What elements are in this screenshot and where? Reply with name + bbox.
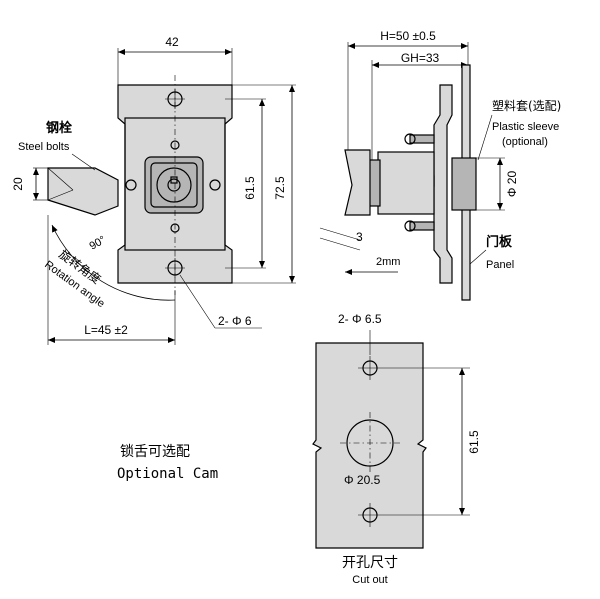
cutout-holes-dim: 2- Φ 6.5 — [338, 312, 382, 326]
keyway-icon — [167, 178, 181, 192]
screw-right — [209, 179, 221, 191]
rotation-arc — [51, 224, 176, 301]
cutout-view: 2- Φ 6.5 Φ 20.5 61.5 开孔尺寸 Cut out — [312, 312, 481, 586]
cutout-label-en: Cut out — [352, 574, 387, 586]
bolt-label-en: Steel bolts — [18, 141, 70, 153]
plate-profile — [433, 84, 453, 284]
diameter-dim: Φ 20 — [505, 171, 519, 198]
height-inner-dim: 61.5 — [243, 176, 257, 200]
sleeve-label-en: Plastic sleeve — [492, 121, 559, 133]
front-view: 42 20 钢栓 Steel bolts — [11, 35, 296, 345]
travel-dim: 2mm — [376, 256, 400, 268]
sleeve-label-cn: 塑料套(选配) — [492, 98, 561, 113]
overall-h-dim: H=50 ±0.5 — [380, 29, 436, 43]
key-cylinder — [156, 167, 192, 203]
bolt-label-cn: 钢栓 — [46, 120, 72, 136]
rotation-angle: 90° — [88, 234, 108, 253]
width-dim: 42 — [165, 35, 179, 49]
step-dim: 3 — [356, 230, 363, 244]
optional-cam-en: Optional Cam — [117, 466, 218, 482]
lock-cylinder-body — [377, 151, 435, 215]
holes-dim: 2- Φ 6 — [218, 314, 252, 328]
height-outer-dim: 72.5 — [273, 176, 287, 200]
side-view: H=50 ±0.5 GH=33 Φ 20 塑料套(选配) Plastic sle… — [319, 29, 561, 301]
cutout-spacing-dim: 61.5 — [467, 430, 481, 454]
steel-bolt — [47, 167, 119, 216]
plastic-sleeve — [451, 157, 477, 211]
sleeve-label-optional: (optional) — [502, 136, 548, 148]
screw-left — [125, 179, 137, 191]
bolt-side — [344, 149, 371, 216]
panel-label-en: Panel — [486, 259, 514, 271]
cutout-center-dim: Φ 20.5 — [344, 473, 381, 487]
panel-label-cn: 门板 — [486, 234, 513, 250]
screw-top — [170, 140, 180, 150]
gh-dim: GH=33 — [401, 51, 440, 65]
cutout-label-cn: 开孔尺寸 — [342, 555, 398, 571]
cutout-panel — [312, 342, 427, 549]
length-dim: L=45 ±2 — [84, 323, 128, 337]
optional-cam-caption: 锁舌可选配 Optional Cam — [117, 444, 218, 482]
lock-housing — [144, 156, 204, 214]
bolt-height-dim: 20 — [11, 177, 25, 191]
optional-cam-cn: 锁舌可选配 — [120, 444, 190, 460]
